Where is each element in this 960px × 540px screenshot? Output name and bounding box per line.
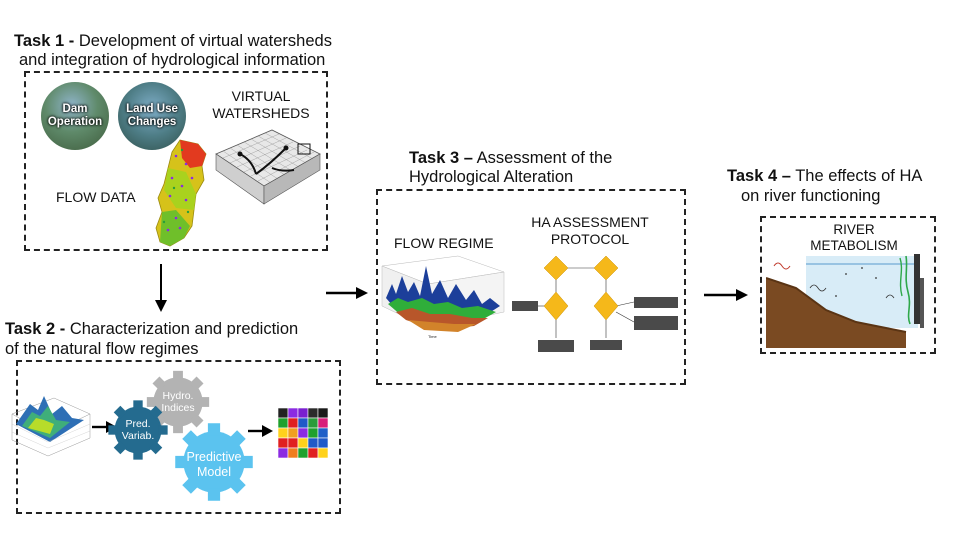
- flow-data-map: [155, 139, 207, 247]
- pred-variab-label: Pred. Variab.: [121, 418, 155, 442]
- task4-title-rest: The effects of HA: [790, 167, 923, 185]
- task2-title-rest: Characterization and prediction: [65, 320, 299, 338]
- virtual-line2: WATERSHEDS: [212, 105, 310, 121]
- task2-title: Task 2 - Characterization and prediction: [5, 319, 298, 339]
- task2-title-bold: Task 2 -: [5, 320, 66, 338]
- arrow-to-task4: [704, 289, 748, 301]
- flow-regime-plot: Time: [381, 255, 505, 339]
- task1-title: Task 1 - Development of virtual watershe…: [14, 31, 332, 51]
- task3-title-bold: Task 3 –: [409, 149, 473, 167]
- task4-title: Task 4 – The effects of HA: [727, 166, 922, 186]
- task3-title: Task 3 – Assessment of the: [409, 148, 612, 168]
- svg-text:Time: Time: [428, 334, 438, 339]
- dam-operation-circle: Dam Operation: [41, 82, 109, 150]
- dam-operation-label: Dam Operation: [47, 103, 103, 128]
- task4-title-bold: Task 4 –: [727, 167, 791, 185]
- task4-title-line2: on river functioning: [741, 187, 881, 205]
- river-metabolism-label: RIVER METABOLISM: [806, 222, 902, 254]
- predictive-model-label: Predictive Model: [186, 450, 242, 479]
- surface-plot: [11, 396, 91, 457]
- task3-box: [376, 189, 686, 385]
- task1-title-rest: Development of virtual watersheds: [74, 32, 332, 50]
- task3-title-rest: Assessment of the: [472, 149, 613, 167]
- river-line1: RIVER: [833, 222, 875, 237]
- task2-box: [16, 360, 341, 514]
- task3-title-line2: Hydrological Alteration: [409, 168, 574, 186]
- virtual-watersheds-label: VIRTUAL WATERSHEDS: [206, 88, 316, 122]
- ha-protocol-label: HA ASSESSMENT PROTOCOL: [530, 214, 650, 248]
- arrow-task1-to-task2: [155, 264, 167, 312]
- task1-title-line2: and integration of hydrological informat…: [19, 51, 326, 69]
- flow-data-label: FLOW DATA: [56, 189, 136, 205]
- task4-box: [760, 216, 936, 354]
- ha-line1: HA ASSESSMENT: [531, 214, 649, 230]
- river-metabolism-graphic: [766, 254, 924, 348]
- virtual-line1: VIRTUAL: [231, 88, 291, 104]
- task1-title-bold: Task 1 -: [14, 32, 75, 50]
- arrow-gears-to-grid: [248, 425, 273, 437]
- arrow-to-task3: [326, 287, 368, 299]
- virtual-watershed-mesh: [215, 129, 321, 205]
- output-color-grid: [278, 408, 328, 458]
- hydro-indices-label: Hydro. Indices: [161, 390, 195, 414]
- land-use-circle: Land Use Changes: [118, 82, 186, 150]
- task2-title-line2: of the natural flow regimes: [5, 340, 199, 358]
- ha-protocol-flowchart: [512, 255, 678, 352]
- land-use-label: Land Use Changes: [126, 103, 178, 128]
- task1-box: [24, 71, 328, 251]
- flow-regime-label: FLOW REGIME: [394, 235, 494, 251]
- ha-line2: PROTOCOL: [550, 231, 630, 247]
- river-line2: METABOLISM: [810, 238, 898, 253]
